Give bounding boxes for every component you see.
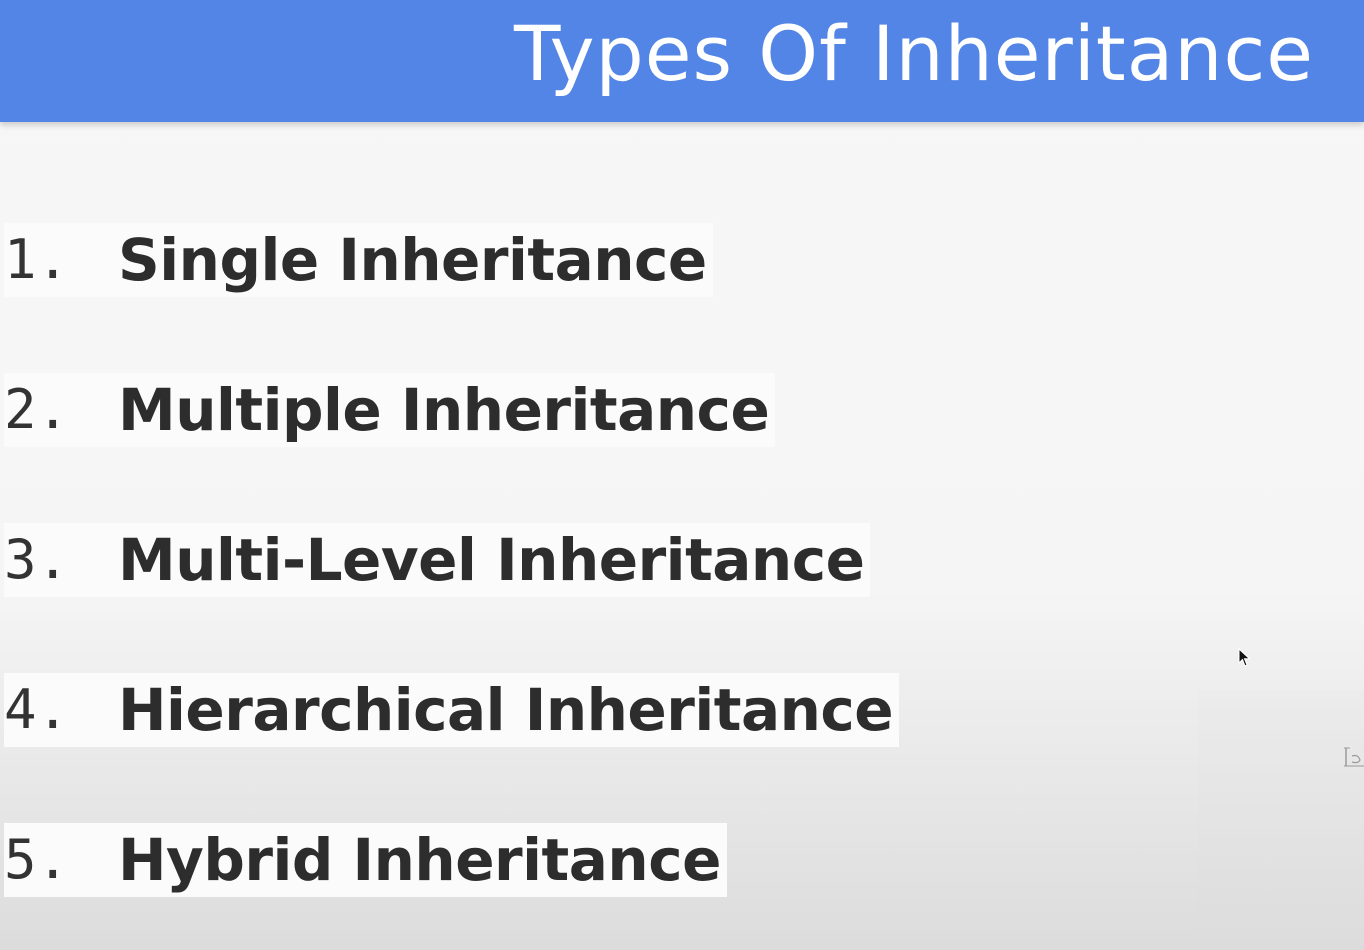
list-item: 3. Multi-Level Inheritance — [4, 523, 871, 597]
list-item-number: 3. — [4, 528, 70, 591]
list-item-label: Hierarchical Inheritance — [118, 676, 894, 744]
list-item-number: 1. — [4, 228, 70, 291]
list-item: 4. Hierarchical Inheritance — [4, 673, 900, 747]
mouse-pointer-icon — [1238, 648, 1251, 667]
slide-title: Types Of Inheritance — [513, 9, 1314, 98]
list-item-number: 5. — [4, 828, 70, 891]
list-item-label: Single Inheritance — [118, 226, 707, 294]
list-item-label: Multi-Level Inheritance — [118, 526, 865, 594]
list-item-number: 4. — [4, 678, 70, 741]
list-item: 5. Hybrid Inheritance — [4, 823, 727, 897]
background-panel — [1198, 690, 1364, 950]
list-item: 1. Single Inheritance — [4, 223, 713, 297]
list-item-label: Hybrid Inheritance — [118, 826, 721, 894]
partial-text-mark — [1344, 747, 1364, 767]
slide-header: Types Of Inheritance — [0, 0, 1364, 122]
list-item-label: Multiple Inheritance — [118, 376, 770, 444]
list-item: 2. Multiple Inheritance — [4, 373, 776, 447]
list-item-number: 2. — [4, 378, 70, 441]
